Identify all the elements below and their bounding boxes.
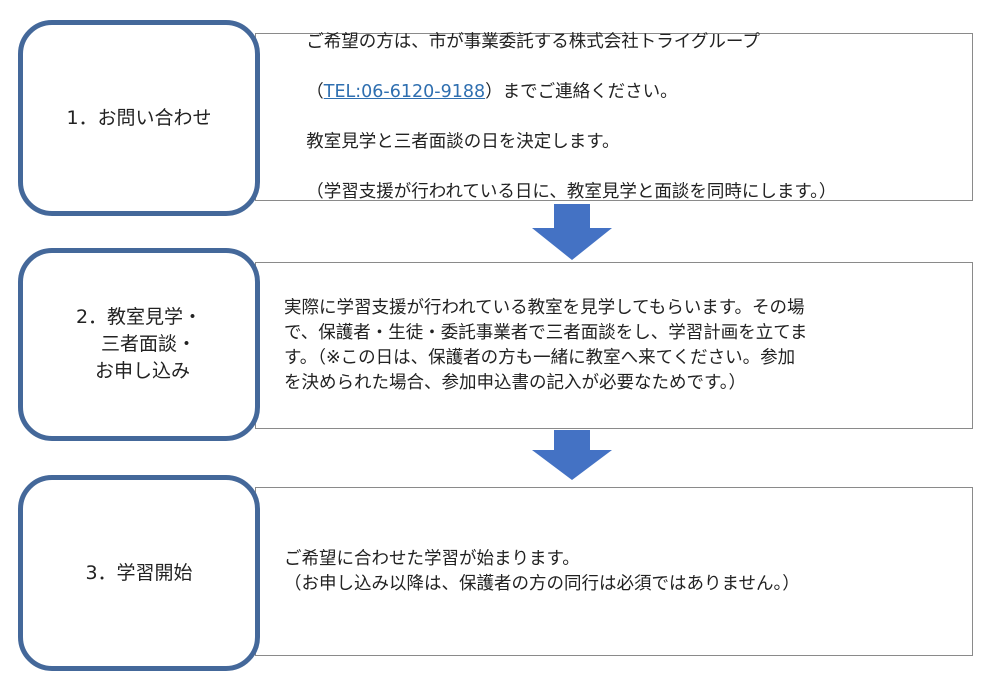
step-2-box: 2．教室見学・ 三者面談・ お申し込み bbox=[18, 248, 260, 441]
down-arrow-icon bbox=[532, 430, 612, 480]
desc-text: ご希望の方は、市が事業委託する株式会社トライグループ bbox=[306, 31, 760, 52]
step-2-label: 2．教室見学・ 三者面談・ お申し込み bbox=[75, 306, 203, 382]
desc-text: 教室見学と三者面談の日を決定します。 bbox=[306, 131, 620, 152]
phone-link[interactable]: TEL:06-6120-9188 bbox=[323, 81, 486, 102]
step-3-box: 3．学習開始 bbox=[18, 475, 260, 671]
desc-text: ご希望に合わせた学習が始まります。 （お申し込み以降は、保護者の方の同行は必須で… bbox=[284, 548, 800, 594]
step-1-box: 1．お問い合わせ bbox=[18, 20, 260, 216]
desc-text: ）までご連絡ください。 bbox=[485, 81, 678, 102]
step-1-label: 1．お問い合わせ bbox=[66, 106, 212, 129]
step-2-description: 実際に学習支援が行われている教室を見学してもらいます。その場 で、保護者・生徒・… bbox=[255, 262, 973, 429]
step-1-description: ご希望の方は、市が事業委託する株式会社トライグループ （TEL:06-6120-… bbox=[255, 31, 973, 202]
down-arrow-icon bbox=[532, 204, 612, 260]
desc-text: （ bbox=[306, 81, 324, 102]
desc-text: 実際に学習支援が行われている教室を見学してもらいます。その場 で、保護者・生徒・… bbox=[284, 297, 808, 393]
desc-text: （学習支援が行われている日に、教室見学と面談を同時にします。） bbox=[306, 181, 837, 202]
step-3-description: ご希望に合わせた学習が始まります。 （お申し込み以降は、保護者の方の同行は必須で… bbox=[255, 487, 973, 656]
step-3-label: 3．学習開始 bbox=[85, 561, 193, 584]
